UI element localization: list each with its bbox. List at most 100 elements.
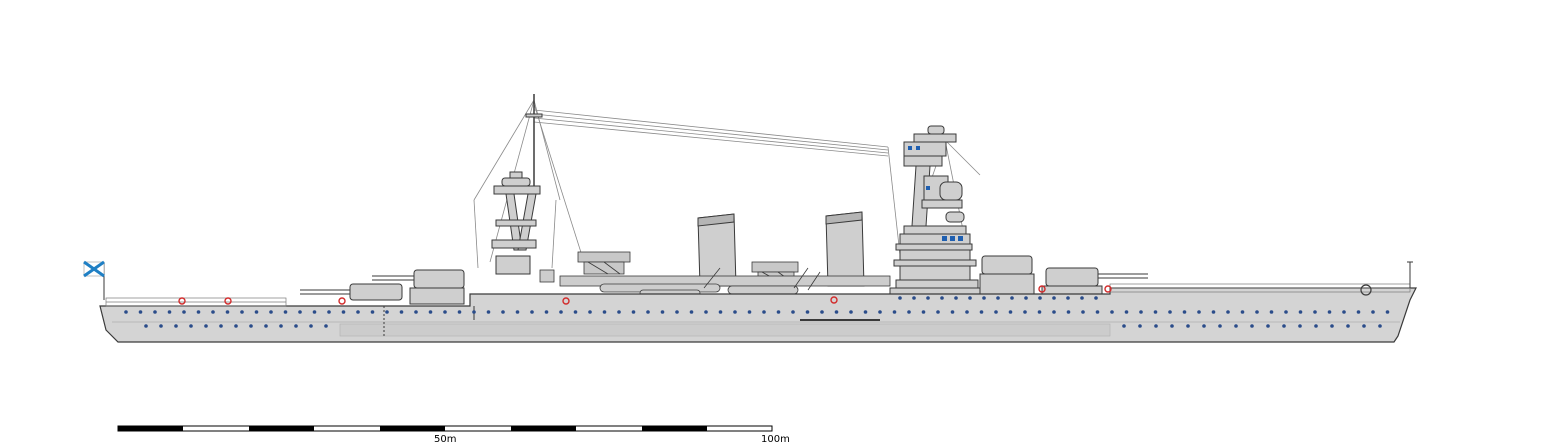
- porthole-icon: [631, 310, 636, 314]
- porthole-icon: [279, 324, 283, 328]
- porthole-icon: [254, 310, 259, 314]
- bow-fittings: [1360, 261, 1413, 296]
- midship-deck: [539, 267, 891, 297]
- porthole-icon: [1266, 324, 1270, 328]
- porthole-icon: [979, 310, 984, 314]
- porthole-icon: [1024, 296, 1028, 300]
- porthole-icon: [283, 310, 288, 314]
- porthole-icon: [950, 310, 955, 314]
- control-tower: [889, 125, 983, 295]
- porthole-icon: [1298, 310, 1303, 314]
- portholes: [124, 296, 1390, 328]
- porthole-icon: [776, 310, 781, 314]
- porthole-icon: [921, 310, 926, 314]
- porthole-icon: [1234, 324, 1238, 328]
- porthole-icon: [892, 310, 897, 314]
- porthole-icon: [414, 310, 418, 314]
- porthole-icon: [269, 310, 273, 314]
- porthole-icon: [1218, 324, 1222, 328]
- porthole-icon: [457, 310, 462, 314]
- porthole-icon: [982, 296, 986, 300]
- porthole-icon: [530, 310, 534, 314]
- porthole-icon: [940, 296, 944, 300]
- porthole-icon: [211, 310, 215, 314]
- porthole-icon: [954, 296, 958, 300]
- porthole-icon: [385, 310, 389, 314]
- porthole-icon: [675, 310, 679, 314]
- porthole-icon: [174, 324, 178, 328]
- lifebuoy-icon: [178, 297, 186, 305]
- porthole-icon: [1094, 296, 1098, 300]
- porthole-icon: [994, 310, 998, 314]
- porthole-icon: [204, 324, 208, 328]
- porthole-icon: [189, 324, 193, 328]
- porthole-icon: [1080, 296, 1084, 300]
- porthole-icon: [689, 310, 694, 314]
- porthole-icon: [443, 310, 447, 314]
- porthole-icon: [370, 310, 375, 314]
- porthole-icon: [1362, 324, 1366, 328]
- porthole-icon: [718, 310, 723, 314]
- porthole-icon: [1356, 310, 1361, 314]
- porthole-icon: [1240, 310, 1245, 314]
- porthole-icon: [907, 310, 911, 314]
- porthole-icon: [1385, 310, 1390, 314]
- porthole-icon: [926, 296, 930, 300]
- porthole-icon: [1154, 324, 1158, 328]
- porthole-icon: [138, 310, 143, 314]
- porthole-icon: [898, 296, 902, 300]
- lifebuoys: [178, 285, 1112, 305]
- porthole-icon: [762, 310, 766, 314]
- porthole-icon: [124, 310, 128, 314]
- porthole-icon: [324, 324, 328, 328]
- porthole-icon: [294, 324, 298, 328]
- fore-mast: [491, 94, 543, 275]
- porthole-icon: [834, 310, 839, 314]
- scale-label-50m: 50m: [434, 434, 456, 445]
- porthole-icon: [153, 310, 157, 314]
- porthole-icon: [1168, 310, 1172, 314]
- scale-label-100m: 100m: [761, 434, 790, 445]
- porthole-icon: [1010, 296, 1014, 300]
- porthole-icon: [1313, 310, 1317, 314]
- porthole-icon: [1342, 310, 1346, 314]
- porthole-icon: [820, 310, 824, 314]
- porthole-icon: [196, 310, 201, 314]
- porthole-icon: [1314, 324, 1318, 328]
- porthole-icon: [965, 310, 969, 314]
- porthole-icon: [486, 310, 491, 314]
- porthole-icon: [1255, 310, 1259, 314]
- porthole-icon: [399, 310, 404, 314]
- porthole-icon: [240, 310, 244, 314]
- porthole-icon: [1284, 310, 1288, 314]
- porthole-icon: [791, 310, 795, 314]
- porthole-icon: [863, 310, 868, 314]
- ensign-flag-icon: [83, 260, 105, 300]
- turret-a: [413, 269, 465, 289]
- porthole-icon: [646, 310, 650, 314]
- porthole-icon: [1330, 324, 1334, 328]
- porthole-icon: [1037, 310, 1042, 314]
- porthole-icon: [1066, 296, 1070, 300]
- gun-turrets: [300, 255, 1148, 305]
- porthole-icon: [912, 296, 916, 300]
- porthole-icon: [1170, 324, 1174, 328]
- porthole-icon: [298, 310, 302, 314]
- anchor-icon: [1360, 284, 1372, 296]
- lifebuoy-icon: [830, 296, 838, 304]
- lifebuoy-icon: [1104, 285, 1112, 293]
- porthole-icon: [996, 296, 1000, 300]
- porthole-icon: [1153, 310, 1158, 314]
- porthole-icon: [1081, 310, 1085, 314]
- funnels: [697, 211, 865, 287]
- scale-bar: 50m 100m: [117, 425, 790, 445]
- porthole-icon: [573, 310, 578, 314]
- porthole-icon: [515, 310, 520, 314]
- porthole-icon: [1250, 324, 1254, 328]
- porthole-icon: [1008, 310, 1013, 314]
- porthole-icon: [144, 324, 148, 328]
- turret-d: [1045, 267, 1099, 287]
- turret-b: [349, 283, 403, 301]
- porthole-icon: [704, 310, 708, 314]
- porthole-icon: [1110, 310, 1114, 314]
